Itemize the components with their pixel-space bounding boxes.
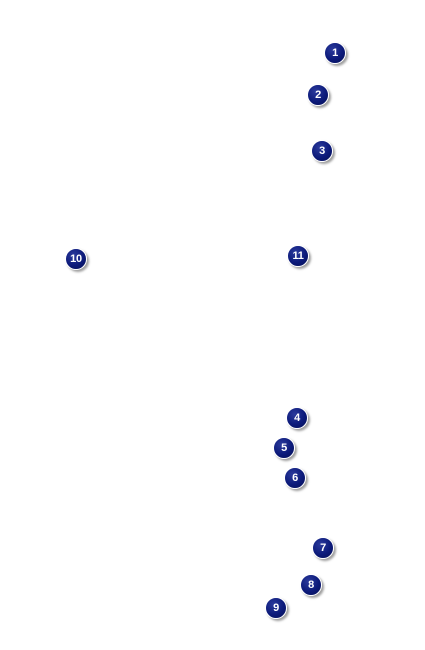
marker-label: 9 [273, 601, 279, 614]
marker-5[interactable]: 5 [273, 437, 295, 459]
marker-label: 5 [281, 441, 287, 454]
marker-label: 8 [308, 578, 314, 591]
marker-10[interactable]: 10 [65, 248, 87, 270]
marker-label: 4 [294, 411, 300, 424]
marker-label: 6 [292, 471, 298, 484]
marker-label: 11 [292, 249, 304, 262]
marker-6[interactable]: 6 [284, 467, 306, 489]
marker-9[interactable]: 9 [265, 597, 287, 619]
marker-label: 2 [315, 88, 321, 101]
marker-4[interactable]: 4 [286, 407, 308, 429]
marker-2[interactable]: 2 [307, 84, 329, 106]
marker-label: 10 [70, 252, 82, 265]
marker-label: 1 [332, 46, 338, 59]
marker-3[interactable]: 3 [311, 140, 333, 162]
marker-8[interactable]: 8 [300, 574, 322, 596]
marker-7[interactable]: 7 [312, 537, 334, 559]
marker-11[interactable]: 11 [287, 245, 309, 267]
marker-1[interactable]: 1 [324, 42, 346, 64]
marker-label: 7 [320, 541, 326, 554]
marker-label: 3 [319, 144, 325, 157]
